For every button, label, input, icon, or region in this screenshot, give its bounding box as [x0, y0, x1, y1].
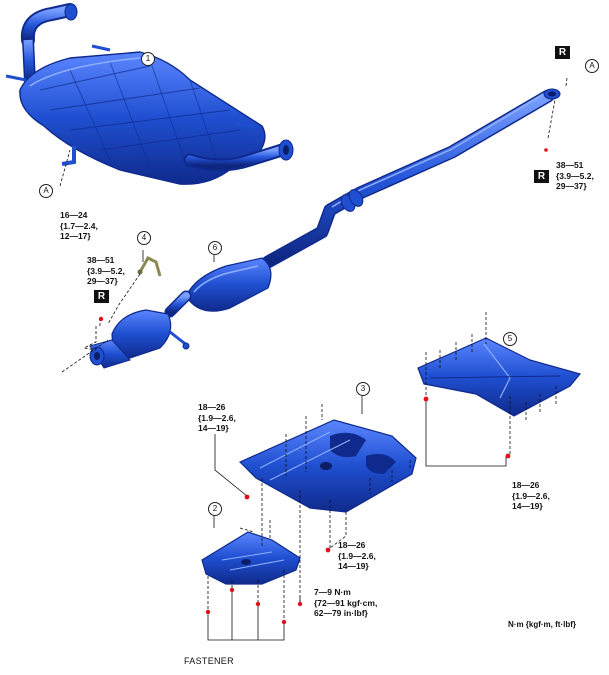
replace-badge: R	[534, 170, 549, 183]
callout-4: 4	[137, 231, 151, 245]
torque-spec-muffler-front: 16—24 {1.7—2.4, 12—17}	[60, 210, 98, 241]
unit-legend: N·m {kgf·m, ft·lbf}	[508, 620, 576, 629]
torque-point	[297, 601, 303, 607]
main-silencer	[5, 3, 294, 185]
bracket-4	[137, 256, 162, 277]
torque-point	[244, 494, 250, 500]
torque-spec-under-cover-3-bottom: 18—26 {1.9—2.6, 14—19}	[338, 540, 376, 571]
connection-mark-a-left: A	[39, 184, 53, 198]
middle-pipe	[261, 88, 561, 269]
torque-spec-under-cover-3-left: 18—26 {1.9—2.6, 14—19}	[198, 402, 236, 433]
torque-point	[325, 547, 331, 553]
replace-badge: R	[555, 46, 570, 59]
torque-point	[281, 619, 287, 625]
torque-point	[229, 587, 235, 593]
connection-mark-a-right: A	[585, 59, 599, 73]
torque-spec-catalyst-front: 38—51 {3.9—5.2, 29—37}	[87, 255, 125, 286]
torque-point	[544, 148, 548, 152]
under-cover-2	[201, 531, 301, 585]
fastener-label: FASTENER	[184, 656, 234, 666]
catalytic-converter	[164, 257, 272, 318]
torque-point	[505, 453, 511, 459]
callout-6: 6	[208, 241, 222, 255]
torque-point	[255, 601, 261, 607]
torque-points	[98, 148, 548, 625]
torque-point	[98, 316, 104, 322]
torque-point	[423, 396, 429, 402]
front-catalyst	[89, 309, 190, 369]
callout-1: 1	[141, 52, 155, 66]
torque-spec-under-cover-5: 18—26 {1.9—2.6, 14—19}	[512, 480, 550, 511]
callout-2: 2	[208, 502, 222, 516]
replace-badge: R	[94, 290, 109, 303]
callout-3: 3	[356, 382, 370, 396]
callout-5: 5	[503, 332, 517, 346]
under-cover-3	[238, 419, 417, 513]
torque-point	[205, 609, 211, 615]
torque-spec-rear-pipe: 38—51 {3.9—5.2, 29—37}	[556, 160, 594, 191]
leader-lines	[142, 60, 510, 641]
under-cover-5	[417, 337, 582, 417]
torque-spec-under-cover-2: 7—9 N·m {72—91 kgf·cm, 62—79 in·lbf}	[314, 587, 378, 618]
